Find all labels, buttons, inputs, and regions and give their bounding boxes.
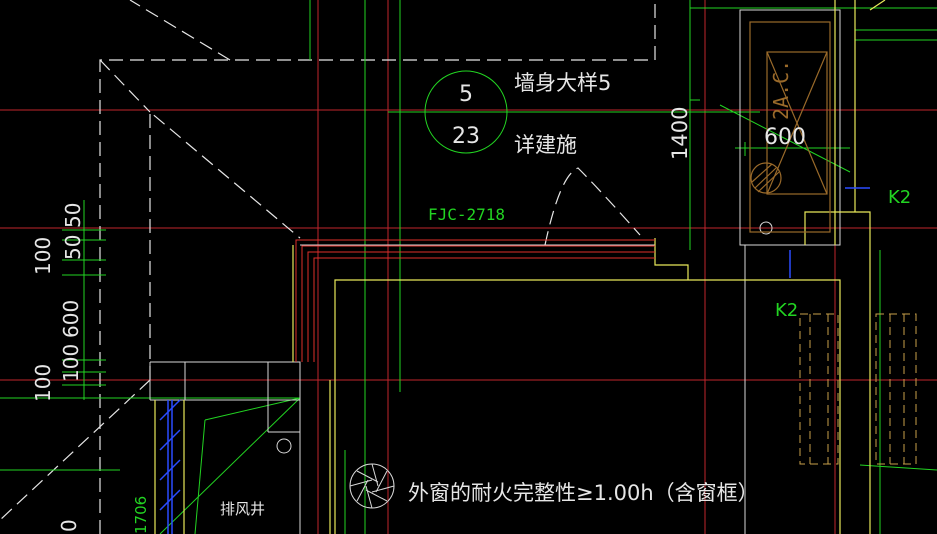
room-dim-bottom-left: 1706 bbox=[132, 496, 150, 534]
dim-left-bottom: 0 bbox=[57, 519, 81, 532]
ac-unit-box bbox=[749, 21, 831, 233]
ac-unit-diag bbox=[766, 51, 828, 195]
equipment-block bbox=[799, 313, 839, 465]
fire-resistance-note: 外窗的耐火完整性≥1.00h（含窗框） bbox=[408, 481, 759, 505]
door-swing-arc bbox=[544, 167, 641, 246]
green-line bbox=[194, 419, 206, 534]
hip-line bbox=[99, 59, 151, 113]
green-line bbox=[204, 397, 301, 421]
ac-pipe-hatch bbox=[757, 171, 780, 193]
dim-horizontal: 600 bbox=[764, 125, 806, 150]
eave-outline bbox=[99, 0, 656, 534]
exhaust-fan-blades bbox=[349, 463, 395, 509]
blue-line bbox=[159, 489, 181, 511]
shaft-box bbox=[739, 9, 841, 246]
dim-left-label: 100 bbox=[31, 364, 55, 402]
detail-callout-note: 详建施 bbox=[514, 133, 577, 157]
dim-left-label: 50 bbox=[61, 235, 85, 260]
green-line bbox=[719, 104, 851, 173]
k2-label-right: K2 bbox=[888, 187, 911, 208]
green-line bbox=[159, 397, 301, 534]
ac-pipe-hatch bbox=[751, 163, 773, 183]
ac-pipe-circle bbox=[750, 162, 782, 194]
dim-left-label: 50 bbox=[61, 203, 85, 228]
dashed-outlines bbox=[0, 0, 656, 534]
yellow-outline bbox=[869, 0, 886, 11]
exhaust-fan-circle bbox=[349, 463, 395, 509]
ac-pipe-hatch bbox=[754, 167, 777, 189]
equipment-block bbox=[875, 313, 917, 465]
blue-line bbox=[159, 399, 181, 421]
window-line bbox=[301, 245, 655, 362]
ac-unit-inner bbox=[766, 51, 828, 195]
drain-circle bbox=[759, 221, 773, 235]
window-line bbox=[307, 251, 655, 362]
blue-line bbox=[159, 459, 181, 481]
ridge-dash bbox=[0, 379, 151, 521]
exhaust-shaft-label: 排风井 bbox=[220, 500, 265, 518]
drain-circle bbox=[276, 438, 292, 454]
blue-line bbox=[159, 429, 181, 451]
dim-left-label: 600 bbox=[59, 300, 83, 338]
window-line bbox=[313, 257, 655, 362]
ridge-dash bbox=[129, 0, 231, 61]
window-tag: FJC-2718 bbox=[428, 205, 505, 224]
wall-outline bbox=[150, 361, 301, 534]
yellow-lines bbox=[154, 0, 886, 534]
yellow-outline bbox=[334, 279, 841, 534]
yellow-outline bbox=[804, 211, 871, 534]
detail-callout-sheet: 23 bbox=[452, 124, 480, 149]
window-line bbox=[295, 239, 655, 362]
ac-unit bbox=[749, 21, 831, 233]
green-line bbox=[859, 464, 937, 471]
dim-left-label: 100 bbox=[31, 237, 55, 275]
detail-callout-title: 墙身大样5 bbox=[514, 71, 611, 95]
inner-eave-outline bbox=[149, 110, 301, 380]
equipment-tag: 2A.C. bbox=[769, 60, 793, 120]
dim-vertical-top: 1400 bbox=[668, 107, 692, 160]
dim-left-label: 100 bbox=[59, 344, 83, 382]
wall-lines bbox=[149, 9, 841, 534]
equipment-dashed-blocks bbox=[799, 313, 917, 465]
yellow-outline bbox=[654, 238, 689, 280]
window-lines bbox=[295, 239, 655, 362]
blue-lines bbox=[159, 187, 870, 534]
detail-callout-number: 5 bbox=[459, 82, 473, 107]
k2-label-mid: K2 bbox=[775, 300, 798, 321]
